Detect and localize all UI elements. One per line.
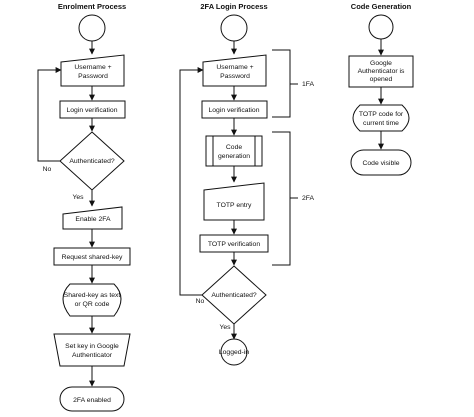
enrolment-credentials-input: Username + Password <box>60 54 125 87</box>
login-yes-label: Yes <box>219 324 231 331</box>
login-credentials-input: Username + Password <box>202 54 267 87</box>
enrolment-2fa-enabled-label: 2FA enabled <box>73 397 111 404</box>
title-code-generation: Code Generation <box>351 2 412 11</box>
login-login-verification-label: Login verification <box>208 107 259 114</box>
login-no-loop-connector <box>179 67 204 296</box>
enrolment-no-loop-connector <box>37 67 62 162</box>
label-2fa: 2FA <box>302 195 315 202</box>
codegen-totp-line2: current time <box>363 120 399 127</box>
login-code-generation-line1: Code <box>226 144 242 151</box>
enrolment-shared-key-line1: Shared-key as text <box>64 292 121 299</box>
codegen-code-visible-label: Code visible <box>362 160 399 167</box>
login-no-label: No <box>196 298 205 305</box>
login-credentials-line2: Password <box>220 73 250 80</box>
login-code-generation-subprocess: Code generation <box>205 135 263 167</box>
login-authenticated-decision: Authenticated? <box>201 265 267 325</box>
bracket-2fa <box>272 131 291 266</box>
login-totp-verification: TOTP verification <box>199 234 269 253</box>
enrolment-request-shared-key: Request shared-key <box>53 247 131 266</box>
enrolment-set-key-line2: Authenticator <box>72 352 113 359</box>
label-1fa: 1FA <box>302 81 315 88</box>
enrolment-credentials-line2: Password <box>78 73 108 80</box>
enrolment-no-label: No <box>43 166 52 173</box>
enrolment-request-shared-key-label: Request shared-key <box>62 254 123 261</box>
title-enrolment-process: Enrolment Process <box>58 2 126 11</box>
enrolment-enable-2fa: Enable 2FA <box>62 206 123 230</box>
enrolment-shared-key-line2: or QR code <box>75 301 110 308</box>
codegen-code-visible-terminal: Code visible <box>350 149 412 176</box>
login-totp-entry-input: TOTP entry <box>203 182 265 221</box>
bracket-1fa <box>272 49 291 118</box>
enrolment-start-node <box>78 14 106 42</box>
enrolment-2fa-enabled-terminal: 2FA enabled <box>59 386 125 412</box>
login-totp-entry-label: TOTP entry <box>217 202 252 209</box>
login-flow: Username + Password Login verification C… <box>179 14 315 366</box>
enrolment-flow: Username + Password Login verification A… <box>37 14 131 412</box>
login-code-generation-line2: generation <box>218 153 250 160</box>
enrolment-login-verification: Login verification <box>59 100 126 119</box>
enrolment-set-key-line1: Set key in Google <box>65 343 119 350</box>
login-logged-in-node <box>220 338 248 366</box>
codegen-opened-line1: Google <box>370 60 392 67</box>
enrolment-authenticated-label: Authenticated? <box>69 158 115 165</box>
codegen-opened-line3: opened <box>370 76 393 83</box>
enrolment-authenticated-decision: Authenticated? <box>59 131 125 191</box>
login-authenticated-label: Authenticated? <box>211 292 257 299</box>
codegen-flow: Google Authenticator is opened TOTP code… <box>348 14 414 176</box>
login-logged-in-label: Logged-in <box>219 349 249 356</box>
codegen-opened-line2: Authenticator is <box>358 68 405 75</box>
enrolment-login-verification-label: Login verification <box>66 107 117 114</box>
codegen-totp-code-display: TOTP code for current time <box>352 104 410 132</box>
codegen-authenticator-opened: Google Authenticator is opened <box>348 55 414 88</box>
enrolment-credentials-line1: Username + <box>74 64 111 71</box>
login-login-verification: Login verification <box>201 100 268 119</box>
login-totp-verification-label: TOTP verification <box>208 241 260 248</box>
enrolment-enable-2fa-label: Enable 2FA <box>75 216 111 223</box>
enrolment-yes-label: Yes <box>72 194 84 201</box>
login-start-node <box>220 14 248 42</box>
enrolment-shared-key-display: Shared-key as text or QR code <box>62 283 122 317</box>
login-credentials-line1: Username + <box>216 64 253 71</box>
title-2fa-login-process: 2FA Login Process <box>200 2 267 11</box>
codegen-totp-line1: TOTP code for <box>359 111 404 118</box>
codegen-start-node <box>368 14 394 40</box>
enrolment-set-key-manual-operation: Set key in Google Authenticator <box>53 333 131 367</box>
